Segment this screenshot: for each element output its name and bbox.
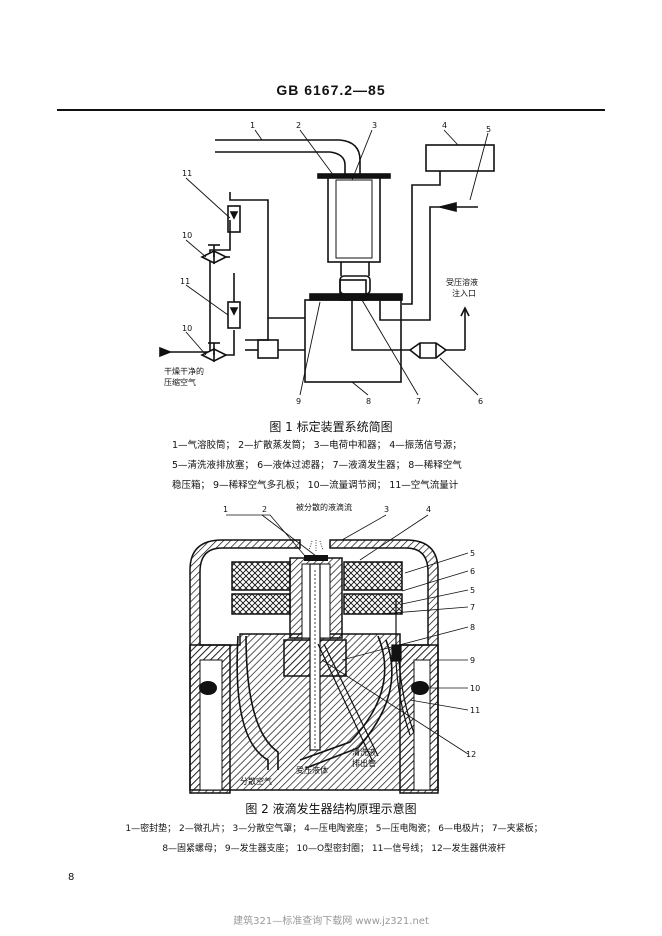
- disperse-air-label: 分散空气: [240, 776, 272, 786]
- air-label-2: 压缩空气: [164, 377, 196, 387]
- callout-2: 2: [262, 505, 267, 514]
- legend-line: 8—固紧螺母； 9—发生器支座； 10—O型密封圈； 11—信号线； 12—发生…: [162, 844, 506, 854]
- callout-1: 1: [223, 505, 228, 514]
- callout-6: 6: [470, 567, 475, 576]
- callout-5a: 5: [470, 549, 475, 558]
- pressurized-liquid-label: 受压液体: [296, 765, 328, 775]
- piezo-left-top: [231, 561, 291, 591]
- feed-rod: [309, 563, 321, 751]
- piezo-left-bottom: [231, 593, 291, 615]
- drain-label-1: 清洗液: [352, 747, 376, 757]
- callout-10a: 10: [182, 231, 192, 240]
- air-label-1: 干燥干净的: [164, 366, 204, 376]
- legend-line: 1—气溶胶筒； 2—扩散蒸发筒； 3—电荷中和器； 4—振荡信号源；: [172, 440, 462, 451]
- callout-5: 5: [486, 125, 491, 134]
- o-ring-right: [411, 681, 429, 695]
- callout-9: 9: [470, 656, 475, 665]
- callout-6: 6: [478, 397, 483, 406]
- figure-2-diagram: 1 2 3 4 5 6 5 7 8 9 10 11 12 被分散的液滴流 分散空…: [189, 502, 480, 794]
- inlet-label-1: 受压溶液: [446, 277, 478, 287]
- header-rule: [57, 109, 605, 111]
- callout-8: 8: [366, 397, 371, 406]
- callout-7: 7: [470, 603, 475, 612]
- callout-1: 1: [250, 121, 255, 130]
- callout-11b: 11: [180, 277, 190, 286]
- droplet-stream-label: 被分散的液滴流: [296, 502, 352, 512]
- figure-1-legend: 1—气溶胶筒； 2—扩散蒸发筒； 3—电荷中和器； 4—振荡信号源； 5—清洗液…: [172, 436, 512, 496]
- figure-2-legend: 1—密封垫； 2—微孔片； 3—分散空气罩； 4—压电陶瓷座； 5—压电陶瓷； …: [74, 819, 594, 859]
- callout-10: 10: [470, 684, 480, 693]
- legend-line: 1—密封垫； 2—微孔片； 3—分散空气罩； 4—压电陶瓷座； 5—压电陶瓷； …: [125, 824, 543, 834]
- legend-line: 5—清洗液排放塞； 6—液体过滤器； 7—液滴发生器； 8—稀释空气: [172, 460, 462, 471]
- figure-2-caption: 图 2 液滴发生器结构原理示意图: [245, 802, 417, 816]
- signal-source-box: [425, 144, 495, 172]
- piezo-right-bottom: [343, 593, 403, 615]
- porous-plate: [309, 293, 403, 301]
- regulator-box: [257, 339, 279, 359]
- callout-4: 4: [442, 121, 447, 130]
- inlet-label-2: 注入口: [452, 288, 476, 298]
- callout-4: 4: [426, 505, 431, 514]
- callout-12: 12: [466, 750, 476, 759]
- callout-11: 11: [470, 706, 480, 715]
- callout-8: 8: [470, 623, 475, 632]
- callout-5b: 5: [470, 586, 475, 595]
- micropore-plate: [304, 555, 328, 561]
- callout-11a: 11: [182, 169, 192, 178]
- callout-2: 2: [296, 121, 301, 130]
- liquid-filter: [408, 342, 448, 359]
- charge-neutralizer: [335, 179, 373, 259]
- document-header: GB 6167.2—85: [276, 82, 386, 98]
- figure-1-diagram: 1 2 3 4 5 11 10 11 10 9 8 7 6 受压溶液 注入口 干…: [159, 121, 495, 406]
- callout-9: 9: [296, 397, 301, 406]
- flowmeter-1: [227, 205, 241, 233]
- legend-line: 稳压箱； 9—稀释空气多孔板； 10—流量调节阀； 11—空气流量计: [172, 480, 459, 491]
- piezo-right-top: [343, 561, 403, 591]
- o-ring-left: [199, 681, 217, 695]
- callout-3: 3: [372, 121, 377, 130]
- callout-7: 7: [416, 397, 421, 406]
- callout-10b: 10: [182, 324, 192, 333]
- page-number: 8: [68, 872, 75, 883]
- drain-label-2: 排出管: [352, 758, 376, 768]
- callout-3: 3: [384, 505, 389, 514]
- footer-watermark: 建筑321—标准查询下载网 www.jz321.net: [233, 916, 429, 927]
- figure-1-caption: 图 1 标定装置系统简图: [269, 420, 393, 434]
